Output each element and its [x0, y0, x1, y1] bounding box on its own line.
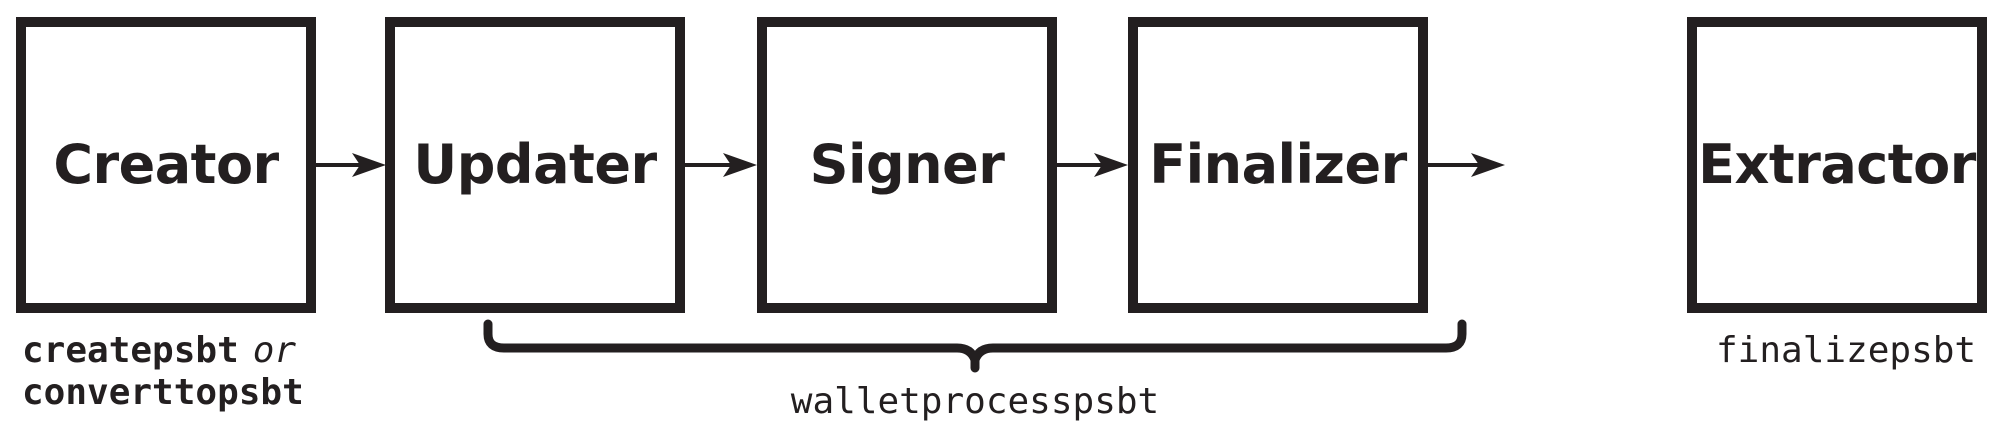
- stage-label-creator: Creator: [53, 133, 279, 196]
- stage-box-updater: Updater: [385, 17, 685, 313]
- caption-creator-line1: createpsbt or: [22, 330, 304, 372]
- stage-label-updater: Updater: [413, 133, 657, 196]
- arrow-signer-to-finalizer: [1057, 153, 1128, 177]
- stage-label-signer: Signer: [809, 133, 1005, 196]
- stage-box-creator: Creator: [16, 17, 316, 313]
- stage-box-signer: Signer: [757, 17, 1057, 313]
- grouping-brace: [483, 319, 1467, 373]
- stage-label-finalizer: Finalizer: [1149, 133, 1407, 196]
- caption-creator-line2: converttopsbt: [22, 372, 304, 414]
- stage-box-extractor: Extractor: [1687, 17, 1987, 313]
- caption-creator: createpsbt or converttopsbt: [22, 330, 304, 415]
- caption-extractor: finalizepsbt: [1716, 330, 1977, 371]
- caption-creator-conjunction: or: [252, 330, 297, 371]
- arrow-finalizer-to-extractor: [1428, 153, 1505, 177]
- arrow-updater-to-signer: [685, 153, 757, 177]
- arrow-creator-to-updater: [316, 153, 386, 177]
- stage-label-extractor: Extractor: [1698, 133, 1976, 196]
- caption-creator-command-createpsbt: createpsbt: [22, 330, 239, 371]
- stage-box-finalizer: Finalizer: [1128, 17, 1428, 313]
- caption-brace-walletprocesspsbt: walletprocesspsbt: [790, 381, 1160, 422]
